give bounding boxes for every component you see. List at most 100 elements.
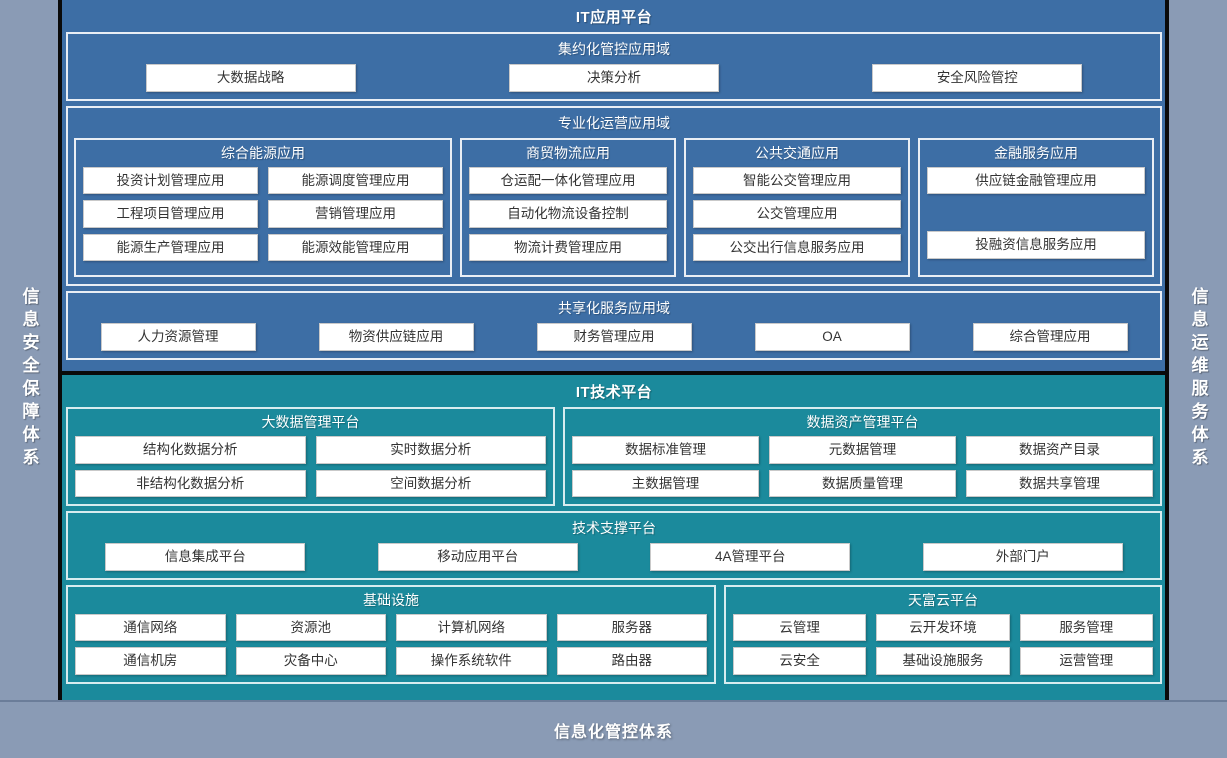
group-title: 公共交通应用 [755, 144, 839, 161]
group-grid: 通信网络 资源池 计算机网络 服务器 通信机房 灾备中心 操作系统软件 路由器 [75, 613, 707, 675]
group-title: 基础设施 [363, 591, 419, 608]
left-rail-information-security: 信息安全保障体系 [0, 0, 62, 758]
chip-item[interactable]: 服务器 [556, 613, 707, 642]
chip-item[interactable]: 基础设施服务 [876, 647, 1010, 675]
chip-item[interactable]: 主数据管理 [572, 469, 759, 498]
domain-shared-services: 共享化服务应用域 人力资源管理 物资供应链应用 财务管理应用 OA 综合管理应用 [66, 291, 1162, 360]
group-grid: 仓运配一体化管理应用 自动化物流设备控制 物流计费管理应用 [469, 166, 667, 269]
chip-item[interactable]: 公交管理应用 [693, 200, 901, 228]
chip-item[interactable]: 能源调度管理应用 [268, 166, 443, 195]
chip-item[interactable]: 元数据管理 [769, 436, 956, 464]
tech-platform-title: IT技术平台 [575, 384, 653, 401]
group-grid: 投资计划管理应用 能源调度管理应用 工程项目管理应用 营销管理应用 能源生产管理… [83, 166, 443, 269]
chip-item[interactable]: 物流计费管理应用 [469, 233, 667, 262]
chip-item[interactable]: 自动化物流设备控制 [469, 200, 667, 228]
bottom-band-label: 信息化管控体系 [553, 724, 673, 741]
chip-item[interactable]: 灾备中心 [235, 647, 386, 675]
chip-item[interactable]: 投融资信息服务应用 [927, 231, 1145, 259]
chip-item[interactable]: 安全风险管控 [872, 64, 1083, 92]
right-rail-label: 信息运维服务体系 [1188, 287, 1208, 471]
chip-item[interactable]: 云开发环境 [876, 613, 1010, 642]
group-title: 数据资产管理平台 [806, 414, 919, 430]
domain-title: 专业化运营应用域 [558, 114, 670, 131]
chip-item[interactable]: 供应链金融管理应用 [927, 166, 1145, 195]
group-bigdata-platform: 大数据管理平台 结构化数据分析 实时数据分析 非结构化数据分析 空间数据分析 [66, 407, 555, 507]
grid-row: 云安全 基础设施服务 运营管理 [733, 647, 1153, 675]
chip-item[interactable]: 实时数据分析 [315, 436, 546, 464]
chip-item[interactable]: 数据标准管理 [572, 436, 759, 464]
chip-item[interactable]: 数据资产目录 [966, 436, 1153, 464]
tech-row-infrastructure: 基础设施 通信网络 资源池 计算机网络 服务器 通信机房 灾备中心 操作系统软件 [66, 584, 1162, 684]
chip-item[interactable]: 空间数据分析 [315, 469, 546, 498]
group-row: 综合能源应用 投资计划管理应用 能源调度管理应用 工程项目管理应用 营销管理应用 [74, 137, 1154, 278]
chip-item[interactable]: 服务管理 [1019, 613, 1153, 642]
spacer [927, 200, 1145, 225]
group-title: 大数据管理平台 [261, 414, 360, 430]
chip-item[interactable]: 物资供应链应用 [318, 323, 474, 351]
chip-item[interactable]: 通信机房 [75, 647, 226, 675]
domain-title: 集约化管控应用域 [558, 41, 670, 57]
chip-item[interactable]: 公交出行信息服务应用 [693, 233, 901, 262]
chip-row: 大数据战略 决策分析 安全风险管控 [74, 64, 1154, 92]
group-title: 综合能源应用 [221, 144, 305, 161]
chip-item[interactable]: 结构化数据分析 [75, 436, 306, 464]
chip-item[interactable]: 移动应用平台 [377, 543, 578, 571]
chip-item[interactable]: 计算机网络 [396, 613, 547, 642]
tech-row-data: 大数据管理平台 结构化数据分析 实时数据分析 非结构化数据分析 空间数据分析 数… [66, 407, 1162, 507]
chip-item[interactable]: 运营管理 [1019, 647, 1153, 675]
group-tianfu-cloud-platform: 天富云平台 云管理 云开发环境 服务管理 云安全 基础设施服务 运营管理 [724, 584, 1162, 684]
group-infrastructure: 基础设施 通信网络 资源池 计算机网络 服务器 通信机房 灾备中心 操作系统软件 [66, 584, 716, 684]
chip-item[interactable]: 营销管理应用 [268, 200, 443, 228]
chip-item[interactable]: OA [754, 323, 910, 351]
chip-item[interactable]: 能源效能管理应用 [268, 233, 443, 262]
grid-row: 非结构化数据分析 空间数据分析 [75, 469, 546, 498]
chip-item[interactable]: 路由器 [556, 647, 707, 675]
group-integrated-energy: 综合能源应用 投资计划管理应用 能源调度管理应用 工程项目管理应用 营销管理应用 [74, 137, 452, 278]
grid-row: 数据标准管理 元数据管理 数据资产目录 [572, 436, 1153, 464]
group-trade-logistics: 商贸物流应用 仓运配一体化管理应用 自动化物流设备控制 物流计费管理应用 [460, 137, 676, 278]
chip-item[interactable]: 工程项目管理应用 [83, 200, 258, 228]
group-title: 天富云平台 [908, 591, 978, 608]
chip-item[interactable]: 资源池 [235, 613, 386, 642]
chip-item[interactable]: 非结构化数据分析 [75, 469, 306, 498]
chip-item[interactable]: 仓运配一体化管理应用 [469, 166, 667, 195]
chip-item[interactable]: 数据共享管理 [966, 469, 1153, 498]
chip-row: 人力资源管理 物资供应链应用 财务管理应用 OA 综合管理应用 [74, 323, 1154, 351]
chip-item[interactable]: 大数据战略 [145, 64, 356, 92]
group-grid: 数据标准管理 元数据管理 数据资产目录 主数据管理 数据质量管理 数据共享管理 [572, 436, 1153, 498]
chip-item[interactable]: 4A管理平台 [650, 543, 851, 571]
chip-item[interactable]: 数据质量管理 [769, 469, 956, 498]
grid-row: 云管理 云开发环境 服务管理 [733, 613, 1153, 642]
chip-item[interactable]: 财务管理应用 [536, 323, 692, 351]
chip-item[interactable]: 信息集成平台 [105, 543, 306, 571]
grid-row: 工程项目管理应用 营销管理应用 [83, 200, 443, 228]
chip-item[interactable]: 人力资源管理 [100, 323, 256, 351]
chip-row: 信息集成平台 移动应用平台 4A管理平台 外部门户 [74, 543, 1154, 571]
group-financial-services: 金融服务应用 供应链金融管理应用 投融资信息服务应用 [918, 137, 1154, 278]
right-rail-information-ops: 信息运维服务体系 [1165, 0, 1227, 758]
chip-item[interactable]: 投资计划管理应用 [83, 166, 258, 195]
chip-item[interactable]: 云安全 [733, 647, 867, 675]
chip-item[interactable]: 综合管理应用 [972, 323, 1128, 351]
grid-row: 通信网络 资源池 计算机网络 服务器 [75, 613, 707, 642]
group-grid: 结构化数据分析 实时数据分析 非结构化数据分析 空间数据分析 [75, 436, 546, 498]
chip-item[interactable]: 能源生产管理应用 [83, 233, 258, 262]
chip-item[interactable]: 通信网络 [75, 613, 226, 642]
it-technology-platform: IT技术平台 大数据管理平台 结构化数据分析 实时数据分析 非结构化数据分析 空… [58, 371, 1170, 758]
chip-item[interactable]: 操作系统软件 [396, 647, 547, 675]
chip-item[interactable]: 决策分析 [508, 64, 719, 92]
bottom-band-informatization-governance: 信息化管控体系 [0, 700, 1227, 758]
platform-stack: IT应用平台 集约化管控应用域 大数据战略 决策分析 安全风险管控 专业化运营应… [58, 0, 1170, 758]
grid-row: 结构化数据分析 实时数据分析 [75, 436, 546, 464]
grid-row: 投资计划管理应用 能源调度管理应用 [83, 166, 443, 195]
group-title: 商贸物流应用 [526, 144, 610, 161]
chip-item[interactable]: 智能公交管理应用 [693, 166, 901, 195]
group-grid: 云管理 云开发环境 服务管理 云安全 基础设施服务 运营管理 [733, 613, 1153, 675]
chip-item[interactable]: 外部门户 [922, 543, 1123, 571]
group-title: 金融服务应用 [994, 144, 1078, 161]
it-application-platform: IT应用平台 集约化管控应用域 大数据战略 决策分析 安全风险管控 专业化运营应… [58, 0, 1170, 371]
left-rail-label: 信息安全保障体系 [19, 287, 39, 471]
chip-item[interactable]: 云管理 [733, 613, 867, 642]
domain-intensive-control: 集约化管控应用域 大数据战略 决策分析 安全风险管控 [66, 32, 1162, 101]
